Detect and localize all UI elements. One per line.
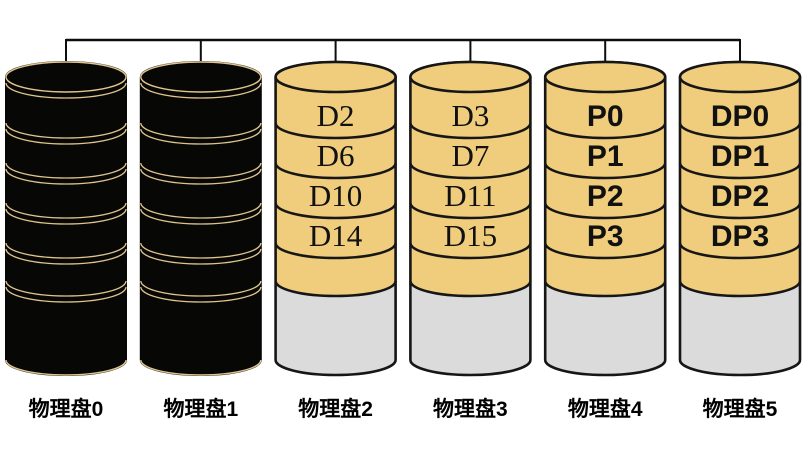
block-label: DP0 bbox=[711, 100, 769, 133]
disk-top-ellipse bbox=[678, 60, 802, 94]
platter-ring-icon bbox=[5, 168, 127, 185]
block-label: DP1 bbox=[711, 140, 769, 173]
band-separator-arc bbox=[274, 162, 397, 180]
platter-ring-icon bbox=[140, 122, 262, 139]
band-separator-arc bbox=[543, 242, 667, 260]
block-label: DP3 bbox=[711, 220, 769, 253]
platter-ring-icon bbox=[140, 128, 262, 145]
disk-free-space bbox=[545, 281, 666, 376]
band-separator-arc bbox=[678, 122, 802, 140]
platter-ring-icon bbox=[140, 286, 262, 303]
disk-caption: 物理盘4 bbox=[568, 397, 643, 421]
platter-ring-icon bbox=[5, 128, 127, 145]
block-label: P1 bbox=[587, 140, 624, 173]
platter-ring-icon bbox=[140, 168, 262, 185]
band-separator-arc bbox=[274, 122, 397, 140]
block-label: P3 bbox=[587, 220, 624, 253]
disk-caption: 物理盘0 bbox=[29, 397, 104, 421]
platter-ring-icon bbox=[140, 242, 262, 259]
platter-ring-icon bbox=[140, 280, 262, 297]
block-label: D6 bbox=[317, 138, 355, 173]
disk-free-space bbox=[275, 281, 396, 376]
block-label: D14 bbox=[309, 218, 363, 253]
disk-top-ellipse bbox=[409, 60, 532, 94]
disk-top-ellipse bbox=[274, 60, 397, 94]
block-label: P0 bbox=[587, 100, 624, 133]
free-space-boundary-arc bbox=[274, 280, 397, 298]
platter-ring-icon bbox=[140, 202, 262, 219]
free-space-boundary-arc bbox=[543, 280, 667, 298]
block-label: P2 bbox=[587, 180, 624, 213]
block-label: D10 bbox=[309, 178, 362, 213]
platter-ring-icon bbox=[5, 202, 127, 219]
band-separator-arc bbox=[274, 242, 397, 260]
disk-1: 物理盘1 bbox=[139, 61, 262, 421]
block-label: D7 bbox=[451, 138, 489, 173]
block-label: D2 bbox=[317, 98, 355, 133]
disk-caption: 物理盘3 bbox=[433, 397, 508, 421]
band-separator-arc bbox=[409, 122, 532, 140]
platter-ring-icon bbox=[140, 248, 262, 265]
free-space-boundary-arc bbox=[678, 280, 802, 298]
block-label: D11 bbox=[444, 178, 496, 213]
block-label: DP2 bbox=[711, 180, 769, 213]
disk-top-ellipse bbox=[543, 60, 667, 94]
disk-caption: 物理盘1 bbox=[163, 397, 238, 421]
band-separator-arc bbox=[543, 162, 667, 180]
disk-top-ellipse bbox=[140, 61, 262, 93]
block-label: D3 bbox=[451, 98, 489, 133]
disk-0: 物理盘0 bbox=[5, 61, 127, 421]
platter-ring-icon bbox=[140, 162, 262, 179]
platter-ring-icon bbox=[5, 286, 127, 303]
platter-ring-icon bbox=[5, 359, 127, 376]
disk-free-space bbox=[410, 281, 531, 375]
platter-ring-icon bbox=[140, 359, 262, 376]
platter-ring-icon bbox=[5, 162, 127, 179]
band-separator-arc bbox=[274, 202, 397, 220]
disk-free-space bbox=[680, 281, 800, 375]
band-separator-arc bbox=[678, 242, 802, 260]
band-separator-arc bbox=[678, 162, 802, 180]
block-label: D15 bbox=[444, 218, 497, 253]
platter-ring-icon bbox=[140, 82, 262, 99]
band-separator-arc bbox=[409, 242, 532, 260]
bus bbox=[65, 38, 741, 76]
platter-ring-icon bbox=[140, 208, 262, 225]
platter-ring-icon bbox=[5, 82, 127, 99]
band-separator-arc bbox=[543, 202, 667, 220]
platter-ring-icon bbox=[5, 248, 127, 265]
platter-ring-icon bbox=[5, 122, 127, 139]
band-separator-arc bbox=[543, 122, 667, 140]
platter-ring-icon bbox=[5, 208, 127, 225]
disk-top-ellipse bbox=[5, 61, 127, 93]
band-separator-arc bbox=[409, 202, 532, 220]
band-separator-arc bbox=[678, 202, 802, 220]
platter-ring-icon bbox=[5, 242, 127, 259]
band-separator-arc bbox=[409, 162, 532, 180]
free-space-boundary-arc bbox=[409, 280, 532, 298]
disk-caption: 物理盘2 bbox=[298, 397, 373, 421]
platter-ring-icon bbox=[5, 280, 127, 297]
disk-caption: 物理盘5 bbox=[703, 397, 778, 421]
